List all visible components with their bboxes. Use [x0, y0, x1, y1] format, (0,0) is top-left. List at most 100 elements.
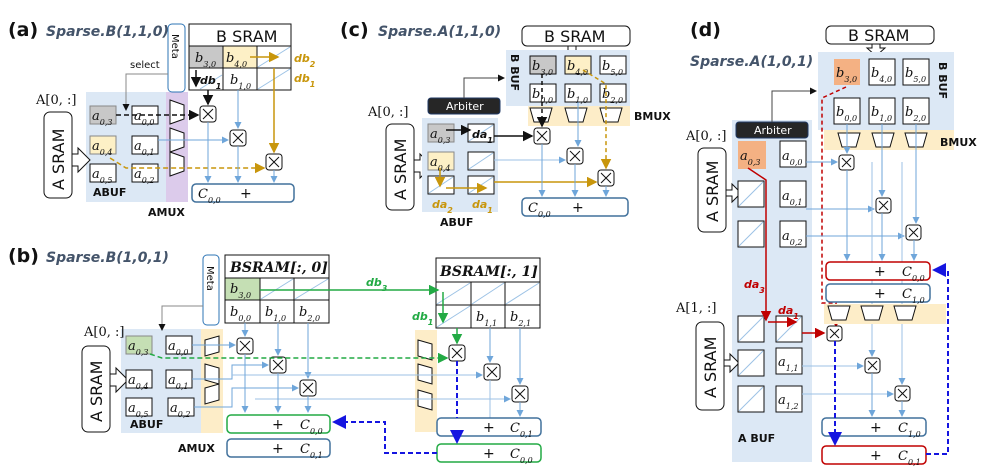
a-flow [194, 384, 299, 408]
empty-cell-slash [738, 221, 764, 247]
a-row1-label: A[1, :] [675, 301, 716, 316]
amux-shape [417, 389, 433, 411]
bmux-shape [860, 305, 884, 321]
abuf-label: A BUF [738, 432, 775, 445]
arbiter-line [463, 74, 505, 98]
arbiter-line [771, 87, 817, 122]
a-cell [125, 397, 153, 417]
accumulator-c01 [226, 438, 331, 458]
multiplier-icon [299, 379, 317, 397]
bmux-shape [599, 107, 623, 123]
a-row0-label: A[0, :] [685, 129, 726, 144]
multiplier-icon [875, 197, 892, 214]
b-cell [504, 304, 541, 329]
da3-arrow [747, 167, 772, 322]
psum-return-flow [926, 263, 949, 455]
empty-cell-slash [505, 282, 540, 305]
meta-label: Meta [204, 266, 215, 291]
a-row-label: A[0, :] [35, 93, 76, 108]
panel-b: (b) Sparse.B(1,0,1) ABUF AMUX A[0, :] A … [8, 245, 542, 465]
a-row-label: A[0, :] [83, 325, 124, 340]
a-cell [738, 141, 766, 169]
bsram0-label: BSRAM[:, 0] [229, 260, 328, 276]
empty-cell-slash [738, 386, 764, 412]
empty-cell-slash [471, 282, 505, 305]
panel-a-label: (a) [8, 19, 38, 41]
bbuf-label: B BUF [936, 62, 949, 99]
b-cell [529, 55, 557, 75]
amux-shape [169, 99, 185, 125]
amux-shape [417, 363, 433, 385]
abuf-label: ABUF [93, 186, 126, 199]
accumulator-c10 [825, 283, 931, 303]
a-sram-arrow [723, 352, 740, 374]
meta-block [202, 254, 220, 326]
a-cell [779, 140, 807, 168]
b-sram-label: B SRAM [216, 27, 277, 46]
bmux-shape [893, 305, 917, 321]
a-cell [775, 347, 803, 375]
b-cell [293, 299, 330, 324]
multiplier-icon [533, 127, 551, 145]
a-cell [89, 135, 117, 155]
bmux-shape [564, 107, 588, 123]
acc-plus: + [483, 420, 495, 436]
a-sram-label: A SRAM [87, 361, 106, 422]
panel-d-title: Sparse.A(1,0,1) [690, 54, 813, 70]
multiplier-icon [864, 357, 881, 374]
meta-label: Meta [169, 34, 180, 59]
b-cell [529, 83, 557, 103]
b-cell [564, 55, 592, 75]
panel-c-label: (c) [340, 19, 369, 41]
a-sram-arrow [109, 366, 129, 394]
amux-label: AMUX [178, 442, 215, 455]
acc-plus: + [272, 417, 284, 433]
multiplier-icon [448, 344, 466, 362]
a04-flow [109, 157, 266, 174]
multiplier-icon [905, 224, 922, 241]
bmux-shape [827, 305, 851, 321]
select-line [122, 73, 168, 111]
multiplier-icon [483, 363, 501, 381]
a-cell [427, 123, 455, 143]
a-flow [192, 361, 269, 380]
psum-return-flow [332, 415, 437, 454]
b-cell [599, 55, 627, 75]
db1-tag: db1 [412, 310, 433, 327]
multiplier-icon [597, 169, 615, 187]
acc-plus: + [870, 420, 882, 436]
empty-cell-slash [199, 74, 223, 90]
b-sram-label: B SRAM [544, 27, 605, 46]
a-sram-label: A SRAM [49, 129, 68, 190]
empty-cell-slash [468, 152, 494, 170]
multiplier-icon [894, 385, 911, 402]
amux-shape [417, 339, 433, 361]
multiplier-icon [265, 153, 283, 171]
panel-c-title: Sparse.A(1,1,0) [378, 24, 501, 40]
empty-cell-slash [468, 124, 494, 142]
meta-block [167, 23, 186, 93]
meta-line [158, 305, 203, 331]
b40-flow [582, 69, 612, 170]
acc-plus: + [240, 186, 252, 202]
a-cell [131, 135, 159, 155]
empty-cell-slash [738, 181, 764, 207]
acc-plus: + [874, 286, 886, 302]
a-cell [775, 385, 803, 413]
multiplier-icon [826, 325, 843, 342]
db2-tag: db2 [294, 52, 316, 69]
abuf-label: ABUF [440, 216, 473, 229]
a-row-label: A[0, :] [367, 105, 408, 120]
bmux-label: BMUX [940, 136, 977, 149]
a-sram-arrow [71, 146, 91, 174]
accumulator-c00 [825, 261, 931, 281]
db1-tag: db1 [294, 72, 315, 89]
panel-a: (a) Sparse.B(1,1,0) ABUF AMUX A SRAM A[0… [8, 19, 316, 219]
a-cell [125, 335, 153, 355]
empty-cell-slash [436, 305, 471, 328]
accumulator [521, 197, 629, 217]
a-sram-arrow [725, 182, 742, 204]
acc-plus: + [272, 441, 284, 457]
multiplier-icon [269, 356, 287, 374]
a03-flow [149, 352, 449, 364]
